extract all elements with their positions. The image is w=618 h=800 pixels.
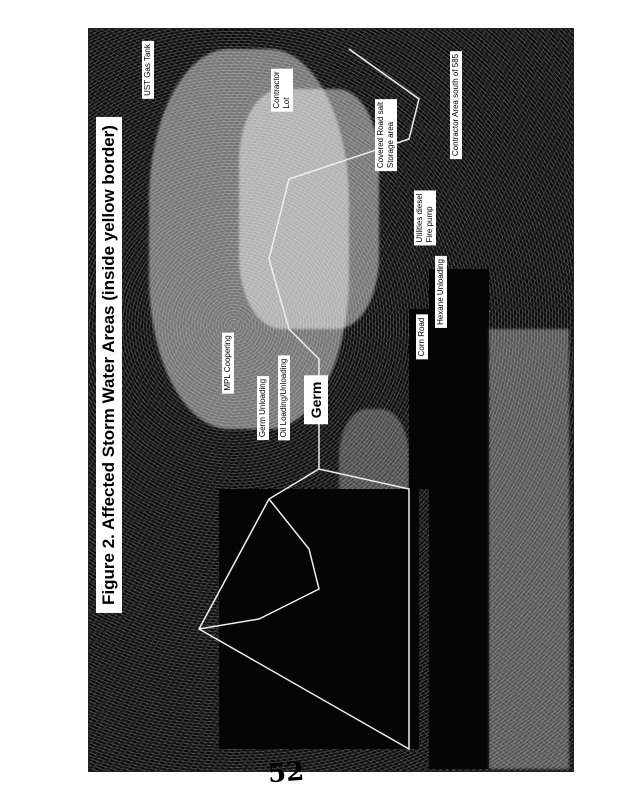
label-mpl-coopering: MPL Coopering [222, 332, 234, 394]
tank-farm [489, 329, 569, 769]
label-line: Storage area [386, 121, 395, 169]
plant-area [239, 89, 379, 329]
yellow-border [197, 48, 420, 751]
label-line: Utilities diesel [415, 193, 424, 243]
label-contractor-area: Contractor Area south of 585 [450, 50, 462, 160]
label-corn-road: Corn Road [416, 314, 428, 360]
river [429, 269, 489, 769]
label-ust-gas-tank: UST Gas Tank [142, 41, 154, 99]
figure-title: Figure 2. Affected Storm Water Areas (in… [96, 117, 122, 613]
label-line: Contractor [272, 71, 281, 109]
aerial-photo [88, 28, 574, 772]
label-germ-unloading: Germ Unloading [257, 375, 269, 441]
label-hexane-unloading: Hexane Unloading [435, 256, 447, 328]
label-line: Fire pump [425, 206, 434, 243]
label-line: Lot [282, 97, 291, 109]
label-line: Covered Road salt [376, 101, 385, 169]
pond [219, 489, 419, 749]
label-oil-loading: Oil Loading/Unloading [278, 355, 290, 441]
label-germ: Germ [304, 375, 328, 425]
page-number: 52 [266, 756, 306, 790]
